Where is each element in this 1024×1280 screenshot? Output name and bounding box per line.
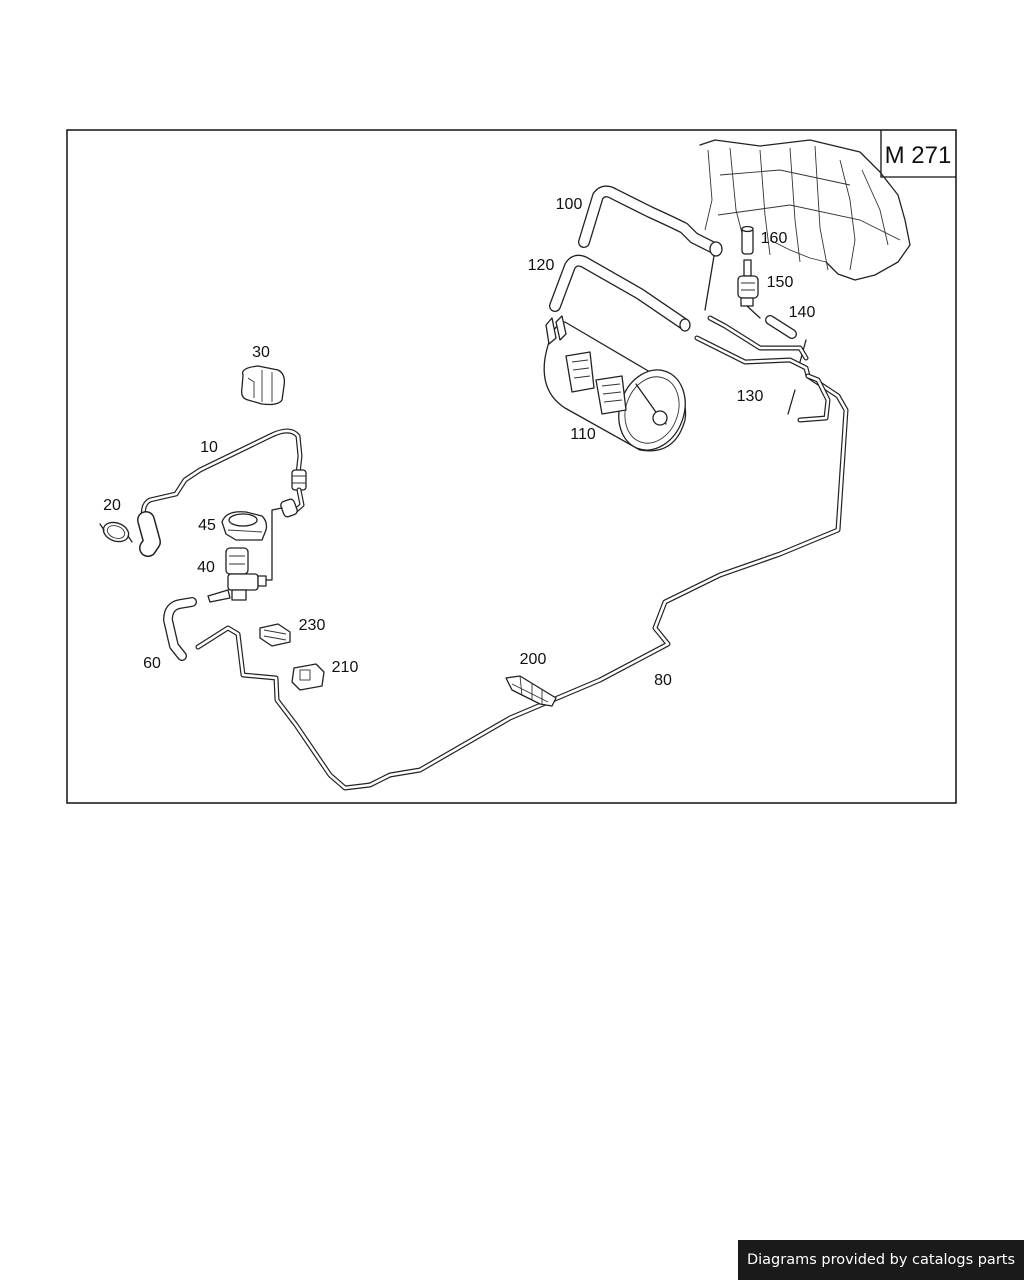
part-label-200: 200 xyxy=(520,651,547,668)
part-160-fitting xyxy=(741,225,754,255)
part-100-hose xyxy=(578,185,723,257)
part-130-80-pipes xyxy=(195,315,849,791)
intake-manifold-outline xyxy=(699,139,911,281)
part-150-valve xyxy=(737,259,759,307)
part-label-40: 40 xyxy=(197,559,215,576)
part-label-210: 210 xyxy=(332,659,359,676)
part-label-10: 10 xyxy=(200,439,218,456)
part-label-120: 120 xyxy=(528,257,555,274)
diagram-frame xyxy=(66,129,957,804)
part-label-45: 45 xyxy=(198,517,216,534)
part-45-bracket xyxy=(221,511,268,541)
part-label-230: 230 xyxy=(299,617,326,634)
part-140-hose-piece xyxy=(765,315,797,339)
part-label-140: 140 xyxy=(789,304,816,321)
part-label-80: 80 xyxy=(654,672,672,689)
part-20-clamp xyxy=(99,511,161,557)
part-60-hose xyxy=(163,597,197,661)
part-label-160: 160 xyxy=(761,230,788,247)
part-120-hose xyxy=(549,254,691,332)
part-30-connector xyxy=(240,365,286,406)
part-210-clip xyxy=(291,663,325,691)
part-230-clip xyxy=(259,623,291,647)
part-label-150: 150 xyxy=(767,274,794,291)
part-110-canister xyxy=(543,315,687,452)
part-200-bracket xyxy=(505,675,557,707)
part-label-60: 60 xyxy=(143,655,161,672)
footer-credit: Diagrams provided by catalogs parts xyxy=(738,1240,1024,1280)
engine-label: M 271 xyxy=(885,142,952,169)
part-label-20: 20 xyxy=(103,497,121,514)
part-label-110: 110 xyxy=(570,426,596,443)
part-label-100: 100 xyxy=(556,196,583,213)
engine-label-box: M 271 xyxy=(880,130,956,178)
part-label-130: 130 xyxy=(737,388,764,405)
part-label-30: 30 xyxy=(252,344,270,361)
part-40-valve xyxy=(207,507,283,603)
